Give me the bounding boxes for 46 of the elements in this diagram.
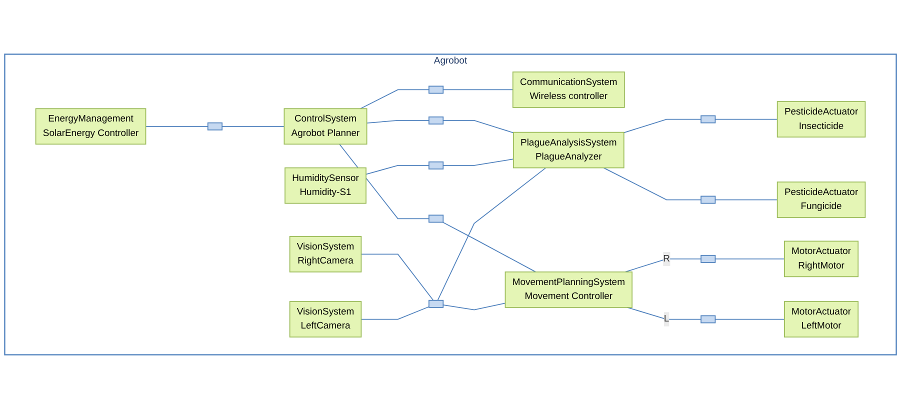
node-box bbox=[428, 116, 444, 124]
connector bbox=[714, 258, 785, 260]
connector bbox=[366, 165, 430, 175]
node-box bbox=[207, 122, 223, 130]
node-box bbox=[700, 254, 716, 263]
node-box bbox=[428, 300, 444, 308]
connector bbox=[437, 167, 546, 301]
connector bbox=[360, 306, 430, 320]
node-box: ControlSystem Agrobot Planner bbox=[284, 108, 368, 145]
connector bbox=[603, 167, 702, 200]
connector bbox=[366, 120, 430, 124]
connector bbox=[442, 120, 514, 134]
node-box: PesticideActuator Insecticide bbox=[776, 101, 866, 138]
connector bbox=[360, 254, 434, 301]
node-box: PlagueAnalysisSystem PlagueAnalyzer bbox=[512, 132, 624, 168]
connector bbox=[624, 258, 702, 272]
edge-label: L bbox=[664, 314, 670, 324]
node-box: MotorActuator RightMotor bbox=[784, 240, 859, 278]
node-box bbox=[428, 214, 444, 223]
connector bbox=[623, 118, 702, 134]
node-box bbox=[428, 86, 444, 94]
connector bbox=[442, 302, 506, 310]
edge-label: R bbox=[663, 254, 670, 264]
connector bbox=[626, 307, 702, 320]
node-box bbox=[700, 315, 716, 324]
node-box: MotorActuator LeftMotor bbox=[784, 301, 859, 338]
node-box: CommunicationSystem Wireless controller bbox=[512, 72, 625, 108]
node-box bbox=[700, 196, 716, 204]
node-box: VisionSystem LeftCamera bbox=[289, 301, 362, 338]
node-box bbox=[700, 115, 716, 124]
node-box: MovementPlanningSystem Movement Controller bbox=[504, 272, 632, 308]
node-box bbox=[428, 161, 444, 170]
connector bbox=[714, 118, 778, 120]
connector bbox=[338, 144, 430, 220]
node-box: VisionSystem RightCamera bbox=[289, 236, 362, 272]
connector bbox=[442, 89, 514, 90]
connector bbox=[222, 126, 285, 127]
connector bbox=[442, 222, 536, 272]
node-box: PesticideActuator Fungicide bbox=[776, 182, 866, 218]
node-box: HumiditySensor Humidity-S1 bbox=[284, 167, 366, 204]
connector bbox=[714, 199, 778, 200]
connector bbox=[714, 318, 785, 320]
node-box: EnergyManagement SolarEnergy Controller bbox=[35, 108, 146, 145]
connector bbox=[442, 158, 514, 166]
connector bbox=[360, 89, 430, 110]
connector bbox=[145, 126, 208, 127]
